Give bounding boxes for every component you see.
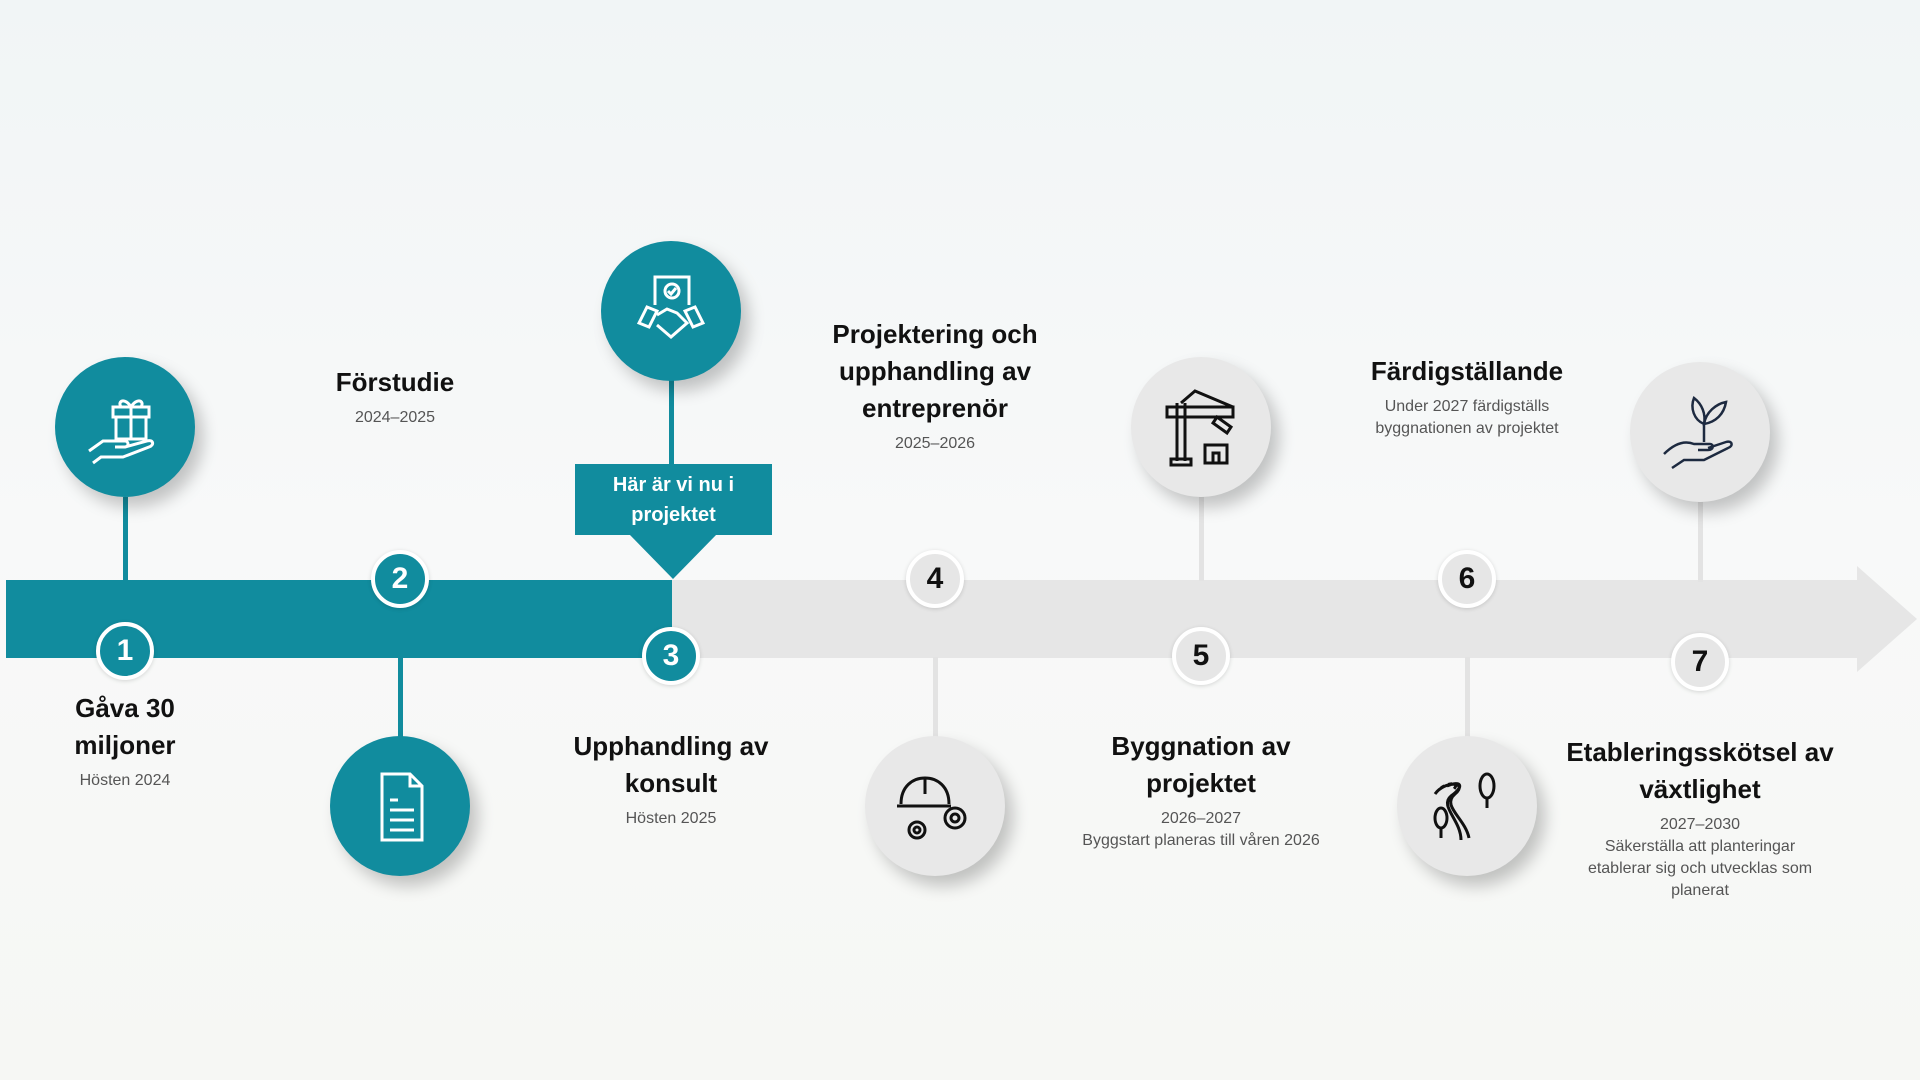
step-description: Säkerställa att planteringar etablerar s… <box>1587 838 1813 899</box>
step-number-badge: 3 <box>642 627 700 685</box>
connector <box>398 657 403 737</box>
current-position-callout: Här är vi nu i projektet <box>575 464 772 535</box>
step-2-text: Förstudie 2024–2025 <box>245 364 545 429</box>
connector <box>1465 657 1470 737</box>
connector <box>933 657 938 737</box>
connector <box>1199 497 1204 581</box>
connector <box>1698 502 1703 582</box>
step-3-text: Upphandling av konsult Hösten 2025 <box>541 728 801 830</box>
step-date: Hösten 2025 <box>625 810 717 827</box>
step-number-badge: 7 <box>1671 633 1729 691</box>
callout-pointer <box>629 534 717 579</box>
crane-icon <box>1131 357 1271 497</box>
step-date: Hösten 2024 <box>79 772 171 789</box>
plant-in-hand-icon <box>1630 362 1770 502</box>
step-date: 2026–2027 <box>1160 810 1242 827</box>
step-description: Under 2027 färdigställs byggnationen av … <box>1375 398 1559 437</box>
road-trees-icon <box>1397 736 1537 876</box>
step-5-text: Byggnation av projektet 2026–2027 Byggst… <box>1081 728 1321 852</box>
step-6-text: Färdigställande Under 2027 färdigställs … <box>1352 353 1582 440</box>
step-description: Byggstart planeras till våren 2026 <box>1082 832 1320 849</box>
helmet-gears-icon <box>865 736 1005 876</box>
step-7-text: Etableringsskötsel av växtlighet 2027–20… <box>1555 734 1845 902</box>
step-number-badge: 5 <box>1172 627 1230 685</box>
connector <box>669 380 674 466</box>
document-icon <box>330 736 470 876</box>
step-number-badge: 4 <box>906 550 964 608</box>
step-4-text: Projektering och upphandling av entrepre… <box>810 316 1060 455</box>
step-date: 2024–2025 <box>354 409 436 426</box>
gift-in-hand-icon <box>55 357 195 497</box>
step-title: Förstudie <box>335 367 455 397</box>
step-number-badge: 2 <box>371 550 429 608</box>
timeline-remaining-bar <box>672 580 1858 658</box>
step-title: Byggnation av projektet <box>1111 731 1291 798</box>
timeline-arrow-head <box>1857 566 1917 672</box>
step-title: Gåva 30 miljoner <box>74 693 176 760</box>
step-title: Projektering och upphandling av entrepre… <box>832 319 1038 423</box>
step-number-badge: 1 <box>96 622 154 680</box>
step-date: 2025–2026 <box>894 435 976 452</box>
step-title: Etableringsskötsel av växtlighet <box>1566 737 1834 804</box>
step-1-text: Gåva 30 miljoner Hösten 2024 <box>25 690 225 792</box>
step-title: Upphandling av konsult <box>573 731 769 798</box>
connector <box>123 497 128 581</box>
step-date: 2027–2030 <box>1659 816 1741 833</box>
handshake-contract-icon <box>601 241 741 381</box>
step-title: Färdigställande <box>1370 356 1564 386</box>
step-number-badge: 6 <box>1438 550 1496 608</box>
